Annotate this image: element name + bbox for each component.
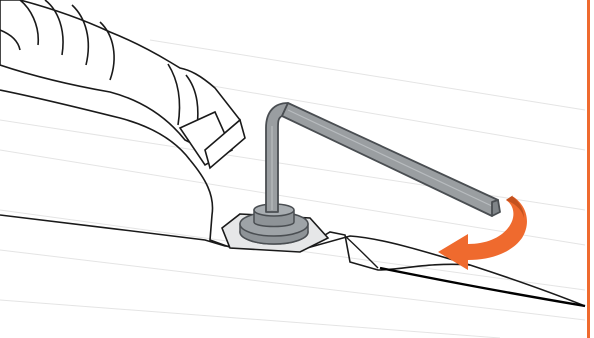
accent-bar (587, 0, 590, 338)
mount-inner-line (345, 236, 378, 268)
rail-edge (380, 268, 585, 306)
